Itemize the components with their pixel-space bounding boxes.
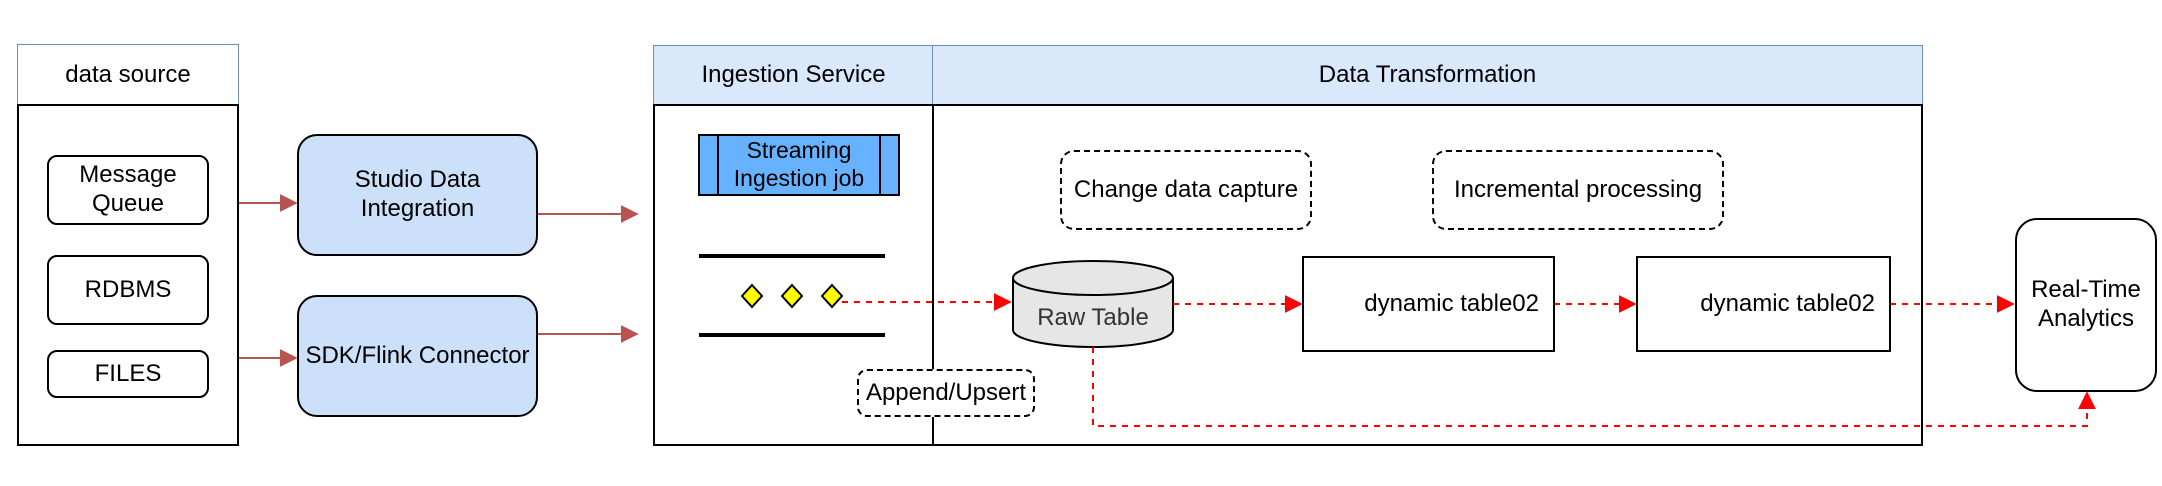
ingestion-service-header: Ingestion Service — [653, 45, 934, 106]
dynamic-table-2: dynamic table02 — [1636, 256, 1891, 352]
incremental-label: Incremental processing — [1453, 175, 1703, 203]
append-upsert-note: Append/Upsert — [857, 369, 1035, 417]
cdc-label: Change data capture — [1073, 175, 1299, 203]
transformation-title: Data Transformation — [1318, 61, 1537, 89]
dynamic-table-1: dynamic table02 — [1302, 256, 1555, 352]
real-time-analytics-label: Real-Time Analytics — [2031, 276, 2141, 332]
data-transformation-header: Data Transformation — [932, 45, 1923, 106]
source-rdbms: RDBMS — [47, 255, 209, 325]
data-source-title: data source — [65, 60, 191, 88]
dynamic-table-2-label: dynamic table02 — [1700, 289, 1875, 317]
real-time-analytics: Real-Time Analytics — [2015, 218, 2157, 392]
incremental-processing-note: Incremental processing — [1432, 150, 1724, 230]
change-data-capture-note: Change data capture — [1060, 150, 1312, 230]
data-source-header: data source — [17, 44, 239, 106]
studio-label: Studio Data Integration — [354, 166, 481, 222]
streaming-job-label: Streaming Ingestion job — [733, 137, 865, 191]
source-rdbms-label: RDBMS — [84, 275, 172, 303]
streaming-job-bar — [698, 134, 900, 196]
source-files-label: FILES — [94, 359, 162, 387]
sdk-flink-connector: SDK/Flink Connector — [297, 295, 538, 417]
source-message-queue: Message Queue — [47, 155, 209, 225]
raw-table: Raw Table — [1013, 296, 1173, 340]
sdk-label: SDK/Flink Connector — [305, 341, 530, 369]
streaming-ingestion-job: Streaming Ingestion job — [718, 135, 880, 195]
ingestion-title: Ingestion Service — [701, 61, 886, 89]
raw-table-cylinder-top — [1012, 260, 1174, 296]
arrow-raw-to-analytics — [1092, 347, 2096, 427]
diamond-2 — [780, 283, 804, 309]
data-transformation-frame — [932, 104, 1923, 446]
source-message-queue-label: Message Queue — [79, 161, 177, 217]
raw-table-label: Raw Table — [1037, 303, 1149, 331]
studio-data-integration: Studio Data Integration — [297, 134, 538, 256]
append-upsert-label: Append/Upsert — [865, 378, 1027, 406]
diamond-3 — [820, 283, 844, 309]
source-files: FILES — [47, 350, 209, 398]
data-source-frame — [17, 104, 239, 446]
diamond-1 — [740, 283, 764, 309]
dynamic-table-1-label: dynamic table02 — [1364, 289, 1539, 317]
